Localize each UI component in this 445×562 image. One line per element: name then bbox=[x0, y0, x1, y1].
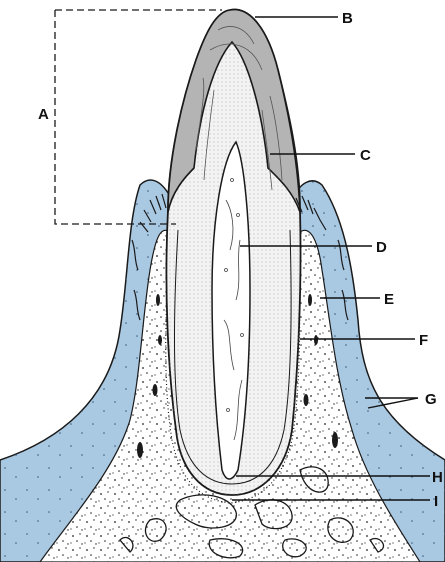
label-i: I bbox=[434, 493, 438, 510]
label-a: A bbox=[38, 106, 49, 123]
label-h: H bbox=[432, 469, 443, 486]
label-d: D bbox=[376, 239, 387, 256]
label-b: B bbox=[342, 10, 353, 27]
label-e: E bbox=[384, 291, 394, 308]
label-g: G bbox=[425, 391, 437, 408]
label-c: C bbox=[360, 147, 371, 164]
label-f: F bbox=[419, 332, 428, 349]
